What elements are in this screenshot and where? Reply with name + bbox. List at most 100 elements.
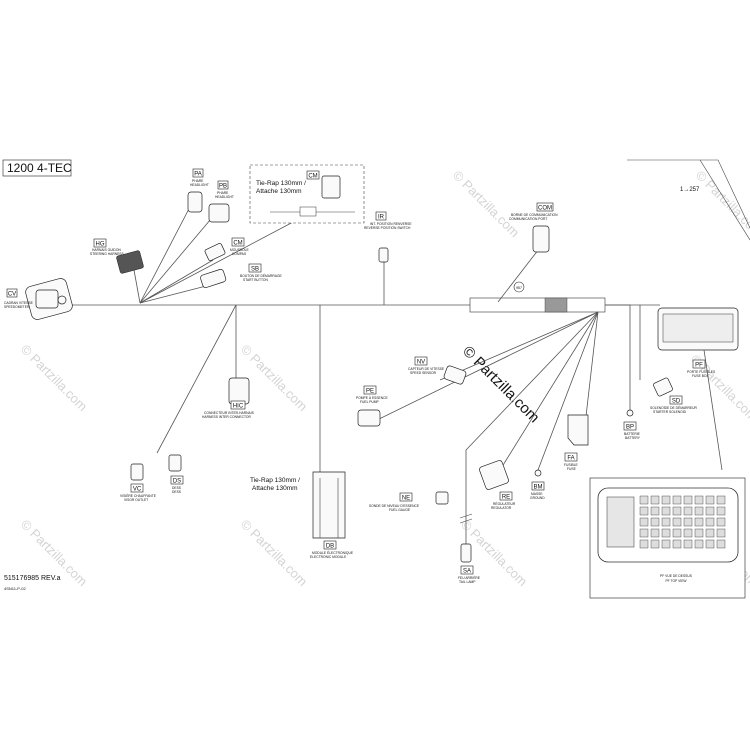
watermark: © Partzilla.com — [238, 517, 311, 590]
tie-rap-note-1: Tie-Rap 130mm /Attache 130mm — [256, 180, 306, 195]
fuse-slot — [639, 495, 649, 505]
code-ne: NE — [402, 496, 410, 502]
fuse-grid — [639, 495, 726, 549]
start-button-connector — [200, 269, 227, 288]
fr-sd: SOLENOÏDE DE DÉMARREUR — [650, 405, 698, 410]
en-ir: REVERSE POSITION SWITCH — [364, 226, 411, 230]
tie-rap-note-2: Tie-Rap 130mm /Attache 130mm — [250, 477, 300, 492]
fuse-slot — [672, 528, 682, 538]
fr-nv: CAPTEUR DE VITESSE — [408, 367, 445, 371]
fr-pb: PHARE — [217, 191, 229, 195]
en-ds: DESS — [172, 490, 182, 494]
fuse-slot — [694, 517, 704, 527]
code-bp: BP — [626, 425, 634, 431]
fr-bp: BATTERIE — [624, 432, 641, 436]
code-ds: DS — [173, 479, 181, 485]
fuse-slot — [694, 506, 704, 516]
fuse-slot — [716, 517, 726, 527]
communication-port — [532, 225, 550, 253]
en-hic: HARNESS INTER CONNECTOR — [202, 415, 251, 419]
label-bm — [531, 481, 545, 491]
electronic-module-bracket — [312, 471, 346, 539]
en-db: ELECTRONIC MODULE — [310, 555, 347, 559]
page-reference: 1→257 — [680, 187, 700, 193]
code-pb: PB — [219, 184, 227, 190]
compas-detail-connector — [321, 175, 341, 199]
code-cm-detail: CM — [308, 174, 317, 180]
steering-harness-connector — [116, 250, 144, 274]
fuse-slot — [694, 539, 704, 549]
label-cm-detail — [306, 170, 320, 180]
label-bp — [623, 421, 637, 431]
code-nv: NV — [417, 360, 425, 366]
drawing-code: 4SN11-P-02 — [4, 586, 26, 591]
fuse-slot — [705, 539, 715, 549]
fr-ne: SONDE DE NIVEAU D'ESSENCE — [369, 504, 420, 508]
fuse-slot — [661, 528, 671, 538]
reverse-switch-connector — [378, 247, 389, 263]
en-bp: BATTERY — [625, 436, 641, 440]
fr-sb: BOUTON DE DÉMARRAGE — [240, 273, 283, 278]
fr-re: RÉGULATEUR — [493, 501, 516, 506]
code-re: RE — [502, 495, 510, 501]
fr-fa: FUSIBLE — [564, 463, 579, 467]
label-ds — [170, 475, 184, 485]
en-pb: HEADLIGHT — [215, 195, 234, 199]
speedometer-connector — [25, 278, 73, 320]
code-pa: PA — [194, 172, 202, 178]
label-pb — [217, 180, 229, 190]
label-hg — [93, 238, 107, 248]
fr-ir: INT. POSITION RENVERSE — [370, 222, 412, 226]
inter-harness-connector — [228, 377, 250, 405]
label-pe — [363, 385, 377, 395]
fuse-slot — [639, 506, 649, 516]
fuse-holder — [567, 414, 589, 446]
fuse-slot — [661, 495, 671, 505]
fuse-slot — [716, 528, 726, 538]
fr-pf: PORTE FUSIBLES — [687, 370, 716, 374]
frame-edge — [627, 159, 750, 229]
fuse-slot — [694, 495, 704, 505]
fuse-slot — [705, 506, 715, 516]
en-nv: SPEED SENSOR — [410, 371, 437, 375]
right-branches — [376, 244, 641, 545]
fuse-slot — [705, 517, 715, 527]
speed-sensor-connector — [443, 365, 467, 385]
label-fa — [564, 452, 578, 462]
watermark: © Partzilla.com — [693, 168, 750, 241]
code-pf: PF — [695, 363, 703, 369]
fr-cm: MOUSSOLE — [230, 248, 249, 252]
watermark: © Partzilla.com — [450, 168, 523, 241]
en-pf-view: PF TOP VIEW — [665, 579, 687, 583]
fuse-slot — [683, 528, 693, 538]
label-nv — [414, 356, 428, 366]
code-pe: PE — [366, 389, 374, 395]
fuse-slot — [672, 506, 682, 516]
code-fa: FA — [567, 456, 574, 462]
code-ir: IR — [378, 215, 385, 221]
code-cv: CV — [8, 292, 16, 298]
fuse-slot — [716, 495, 726, 505]
compas-connector — [204, 243, 226, 261]
code-vc: VC — [133, 487, 142, 493]
fuse-slot — [694, 528, 704, 538]
fuse-slot — [650, 517, 660, 527]
code-hg: HG — [96, 242, 105, 248]
ref-circle — [513, 281, 525, 293]
fr-pa: PHARE — [192, 179, 204, 183]
en-com: COMMUNICATION PORT — [509, 217, 547, 221]
fuse-slot — [705, 495, 715, 505]
label-com — [536, 202, 554, 212]
fuel-gauge-connector — [435, 491, 449, 505]
en-re: REGULATOR — [491, 506, 512, 510]
fuse-slot — [683, 517, 693, 527]
en-hg: STEERING HARNESS — [90, 252, 125, 256]
battery-terminal — [626, 409, 634, 417]
fuse-slot — [716, 506, 726, 516]
fuse-slot — [705, 528, 715, 538]
frame-edge — [699, 159, 750, 241]
fr-cv: CADRAN VITESSE — [4, 301, 34, 305]
label-sb — [248, 263, 262, 273]
fuse-slot — [672, 517, 682, 527]
fuse-slot — [639, 528, 649, 538]
